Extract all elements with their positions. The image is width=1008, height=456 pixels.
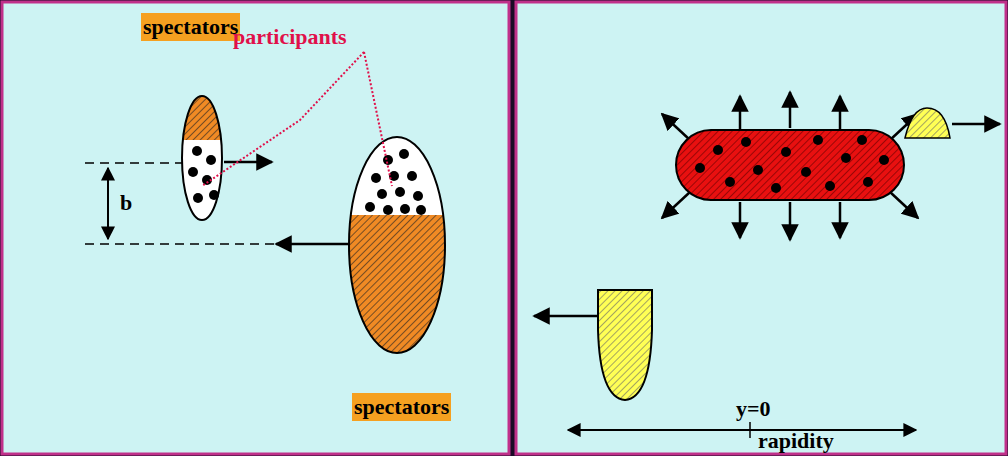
highlight-box: spectators	[141, 13, 240, 41]
axis-value: y=0	[736, 398, 771, 420]
part-name: spectators	[143, 14, 238, 39]
participants-label: participants	[233, 26, 347, 48]
highlight-box: spectators	[352, 393, 451, 421]
impact-parameter-label: b	[120, 192, 132, 214]
part-name: spectators	[354, 394, 449, 419]
axis-title: rapidity	[758, 430, 834, 452]
